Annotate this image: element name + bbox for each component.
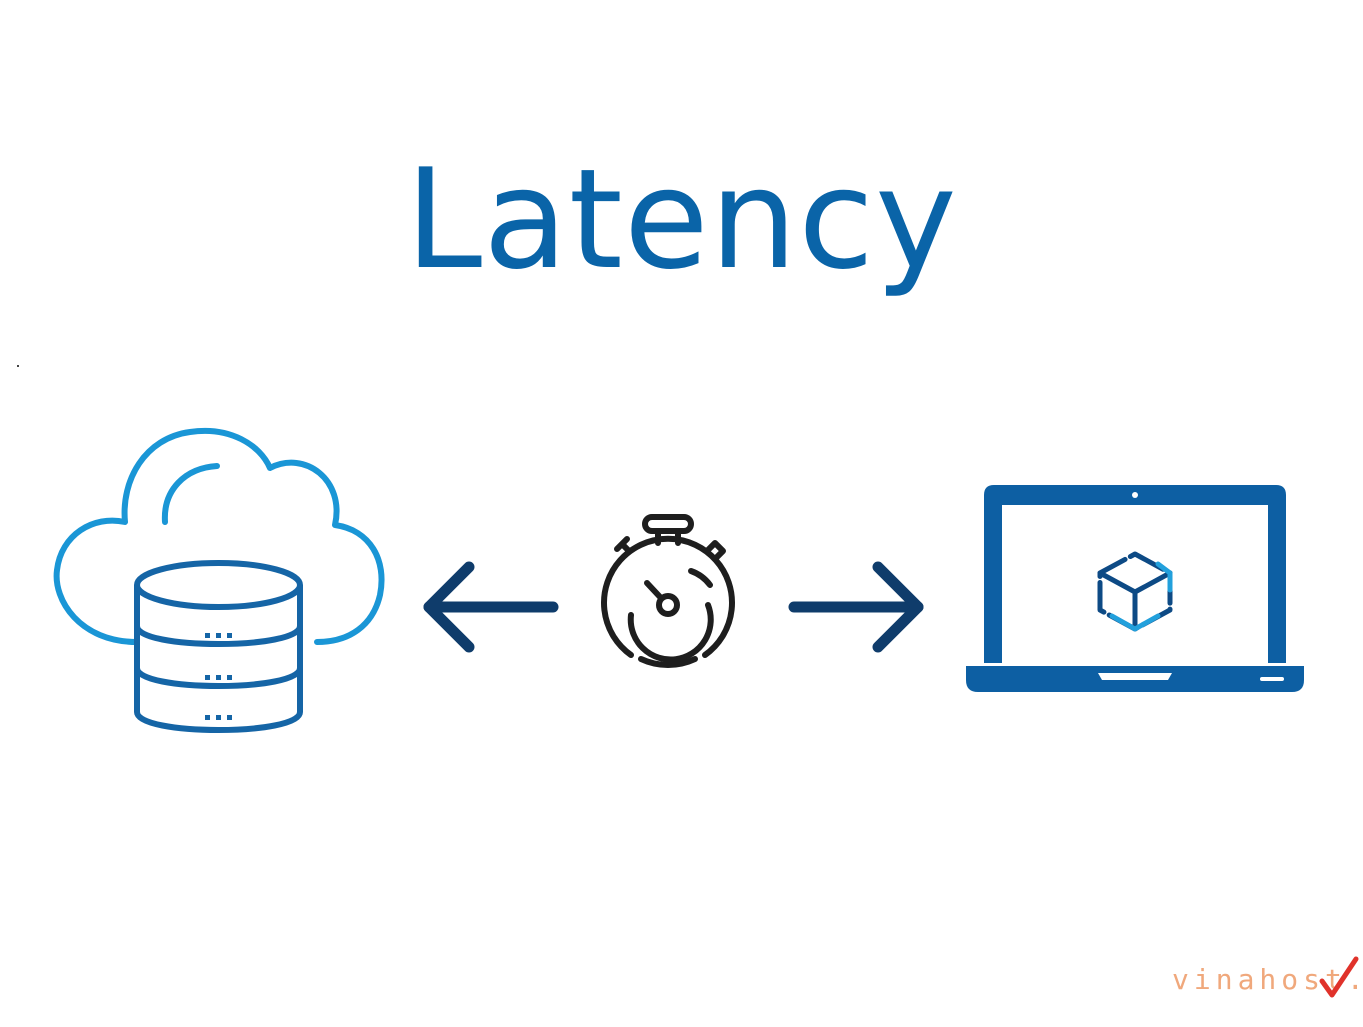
page-title: Latency — [405, 139, 958, 300]
laptop-cube-icon — [966, 485, 1304, 692]
cloud-outline — [53, 427, 385, 645]
arrow-left-icon — [423, 561, 559, 653]
stopwatch-icon — [601, 514, 735, 668]
cube-icon — [1097, 551, 1173, 632]
cloud-database-icon — [53, 427, 385, 733]
stray-dot — [17, 365, 19, 367]
database-stack — [134, 560, 303, 733]
arrow-right-icon — [788, 561, 924, 653]
checkmark-icon — [1319, 956, 1359, 998]
watermark: vinahost. — [1168, 955, 1363, 1015]
database-dots — [205, 633, 232, 720]
